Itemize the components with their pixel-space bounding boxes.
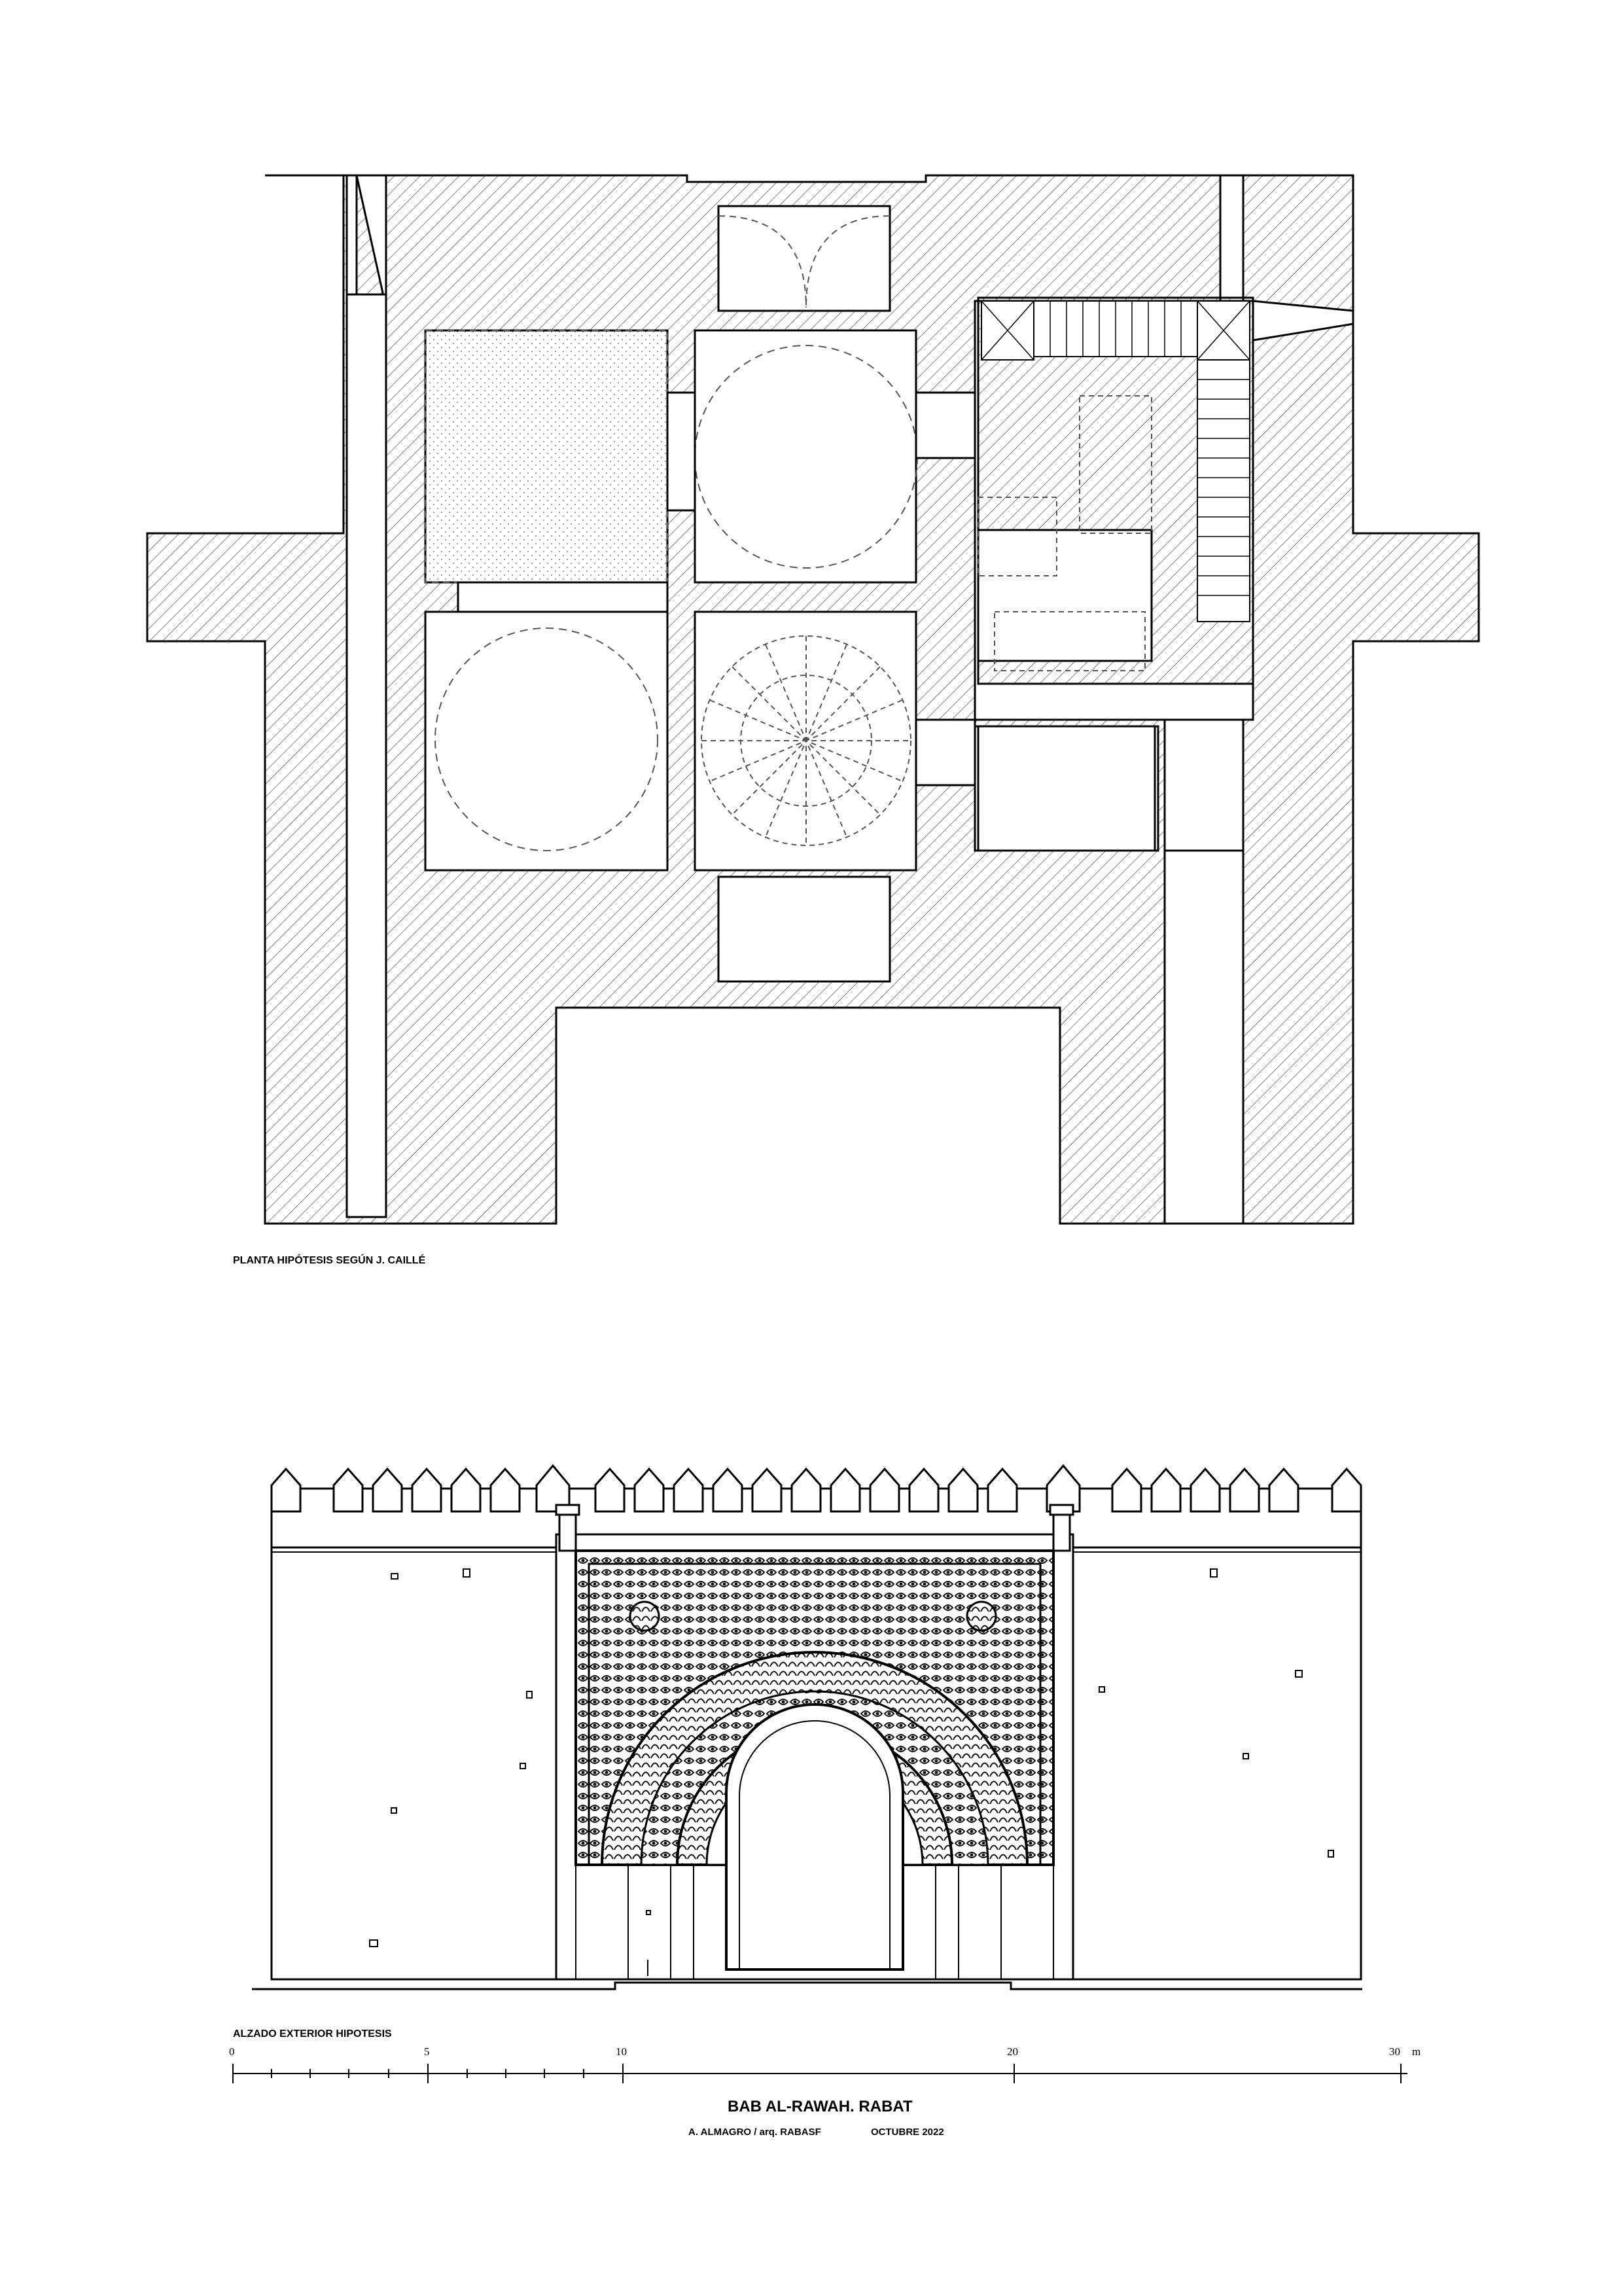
scale-label-5: 5 [424, 2045, 430, 2058]
plan-chamber-sw [424, 610, 669, 872]
plan-ribbed-dome [701, 635, 911, 846]
exterior-elevation [252, 1464, 1362, 1990]
scale-unit: m [1412, 2045, 1421, 2058]
plan-west-corridor [345, 293, 387, 1218]
plan-north-passage [717, 205, 891, 312]
portal-horseshoe-arch [725, 1703, 904, 1971]
plan-east-hall [977, 725, 1156, 852]
plan-chamber-ne [694, 329, 917, 584]
merlons [270, 1464, 1362, 1513]
scale-label-10: 10 [616, 2045, 627, 2058]
sheet-title: BAB AL-RAWAH. RABAT [728, 2098, 913, 2115]
plan-caption: PLANTA HIPÓTESIS SEGÚN J. CAILLÉ [233, 1255, 426, 1266]
plan-dome-sw [434, 627, 658, 851]
elevation-caption: ALZADO EXTERIOR HIPOTESIS [233, 2028, 392, 2040]
scale-label-30: 30 [1389, 2045, 1400, 2058]
sheet-author: A. ALMAGRO / arq. RABASF [688, 2127, 821, 2138]
sheet-date: OCTUBRE 2022 [871, 2127, 944, 2138]
scale-label-0: 0 [229, 2045, 235, 2058]
floor-plan [146, 174, 1480, 1225]
plan-chamber-nw [424, 329, 669, 584]
scale-bar [232, 2064, 1407, 2083]
plan-east-room [977, 529, 1153, 662]
plan-stair-east-run [1197, 359, 1250, 622]
ground-line [252, 1981, 1362, 1990]
plan-south-passage [717, 875, 891, 983]
scale-label-20: 20 [1007, 2045, 1018, 2058]
